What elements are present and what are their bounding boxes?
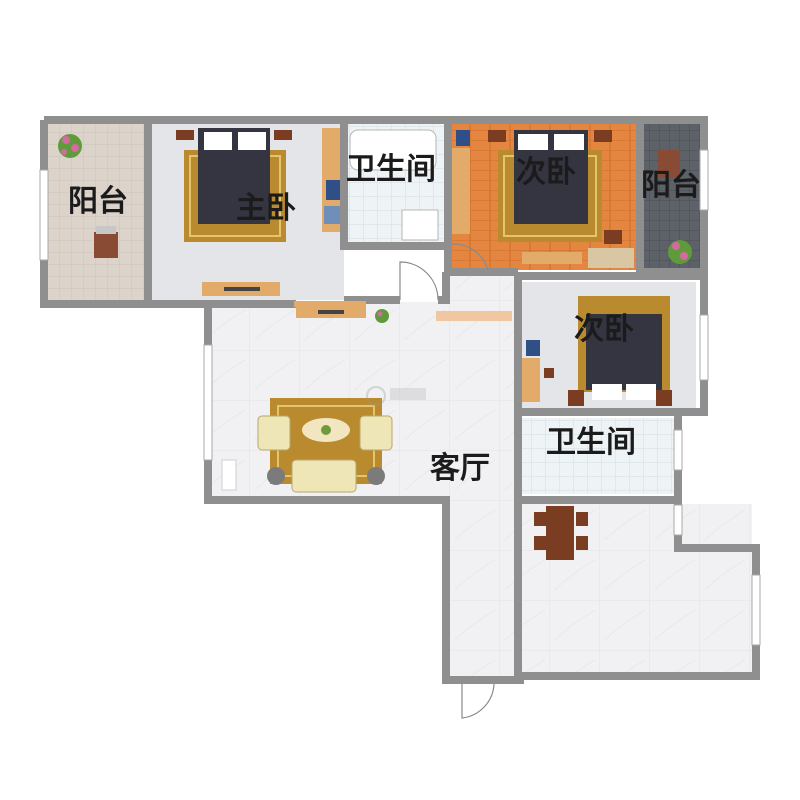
second-top-chair: [456, 130, 470, 146]
label-balcony-right: 阳台: [641, 168, 701, 203]
second-bed-right: [568, 296, 672, 406]
doors: [294, 243, 512, 719]
second-chair-right: [526, 340, 540, 356]
living-plant: [375, 309, 389, 323]
balcony-left-chair: [94, 232, 118, 258]
toilet: [324, 206, 340, 224]
side-table-left: [267, 467, 285, 485]
balcony-left-chair-top: [96, 226, 116, 234]
floors: [48, 124, 752, 678]
plant-right: [668, 240, 692, 264]
armchair-right: [359, 415, 393, 451]
dining-table-set: [534, 506, 588, 560]
master-chair: [326, 180, 340, 200]
label-second-bedroom-right: 次卧: [574, 312, 634, 347]
wood-mat: [588, 248, 634, 268]
corridor-floor: [446, 270, 518, 678]
bathroom-right-floor: [520, 418, 676, 494]
bathtub: [349, 129, 437, 171]
living-cabinet: [221, 459, 237, 491]
balcony-right-chair: [658, 150, 680, 178]
walls: [40, 116, 760, 684]
second-desk-right: [522, 358, 540, 402]
second-side-table: [544, 368, 554, 378]
second-wardrobe-top: [452, 148, 470, 234]
second-desk-top: [522, 252, 582, 264]
second-chair-top: [604, 230, 622, 244]
plant-left: [58, 134, 82, 158]
master-desk-detail: [224, 287, 260, 291]
label-bathroom-right: 卫生间: [546, 425, 636, 460]
sofa: [291, 459, 357, 493]
label-second-bedroom-top: 次卧: [516, 155, 576, 190]
watermark-logo: [366, 386, 426, 406]
second-bed-top: [488, 130, 612, 242]
label-bathroom-top: 卫生间: [346, 152, 436, 187]
windows: [39, 149, 761, 646]
label-balcony-left: 阳台: [68, 184, 128, 219]
master-bed: [176, 128, 292, 242]
label-living-room: 客厅: [430, 451, 490, 486]
tv: [318, 310, 344, 314]
side-table-right: [367, 467, 385, 485]
armchair-left: [257, 415, 291, 451]
bathroom-sink: [401, 209, 439, 241]
label-master-bedroom: 主卧: [236, 191, 296, 226]
